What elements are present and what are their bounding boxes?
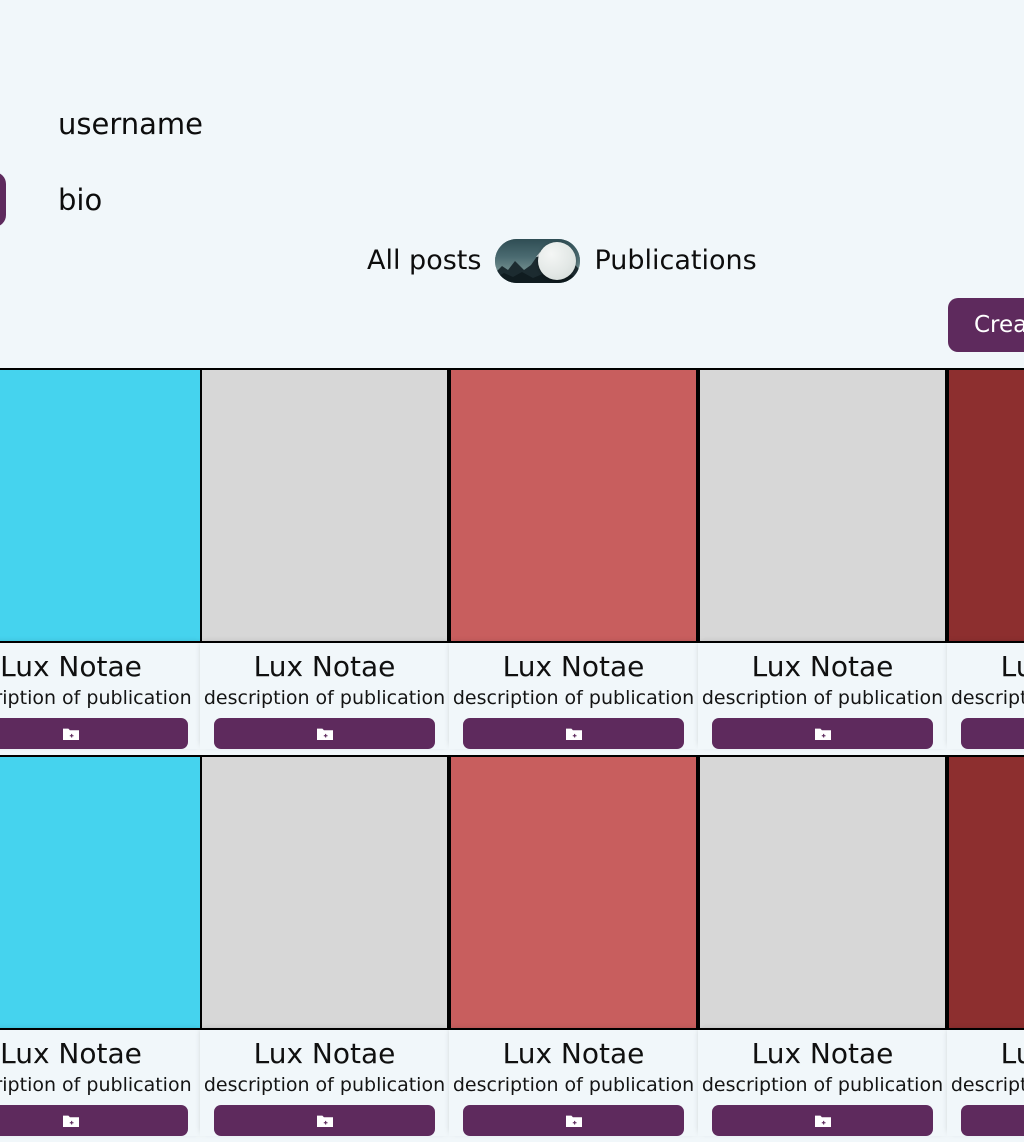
publication-description: description of publication	[0, 687, 192, 709]
publication-title: Lux Notae	[502, 650, 645, 683]
publication-thumbnail[interactable]	[698, 368, 947, 643]
add-to-collection-button[interactable]	[0, 1105, 188, 1136]
publication-meta: Lux Notae description of publication	[200, 643, 449, 749]
publication-card[interactable]: Lux Notae description of publication	[449, 368, 698, 749]
publication-title: Lux Notae	[0, 1037, 142, 1070]
add-to-collection-button[interactable]	[463, 1105, 684, 1136]
publication-description: description of publication	[203, 1074, 446, 1096]
add-to-collection-button[interactable]	[463, 718, 684, 749]
publication-description: description of publication	[950, 1074, 1024, 1096]
publication-description: description of publication	[701, 687, 944, 709]
publication-thumbnail[interactable]	[947, 368, 1024, 643]
folder-plus-icon	[316, 728, 333, 740]
add-to-collection-button[interactable]	[961, 1105, 1024, 1136]
publication-card[interactable]: Lux Notae description of publication	[698, 755, 947, 1136]
publication-description: description of publication	[701, 1074, 944, 1096]
publication-meta: Lux Notae description of publication	[0, 1030, 202, 1136]
publication-description: description of publication	[452, 687, 695, 709]
publication-description: description of publication	[950, 687, 1024, 709]
publication-title: Lux Notae	[1000, 650, 1024, 683]
post-filter-switch[interactable]	[495, 239, 581, 283]
folder-plus-icon	[565, 1115, 582, 1127]
folder-plus-icon	[63, 1115, 79, 1127]
toggle-label-all-posts[interactable]: All posts	[367, 245, 482, 276]
publication-title: Lux Notae	[253, 650, 396, 683]
folder-plus-icon	[316, 1115, 333, 1127]
publication-card[interactable]: Lux Notae description of publication	[947, 368, 1024, 749]
publication-title: Lux Notae	[0, 650, 142, 683]
add-to-collection-button[interactable]	[961, 718, 1024, 749]
publication-meta: Lux Notae description of publication	[0, 643, 202, 749]
publication-thumbnail[interactable]	[0, 368, 202, 643]
profile-header: username bio All posts Publications Crea…	[0, 0, 1024, 368]
publication-thumbnail[interactable]	[200, 755, 449, 1030]
publication-title: Lux Notae	[751, 1037, 894, 1070]
publication-meta: Lux Notae description of publication	[449, 643, 698, 749]
publication-thumbnail[interactable]	[0, 755, 202, 1030]
add-to-collection-button[interactable]	[214, 718, 435, 749]
publication-thumbnail[interactable]	[698, 755, 947, 1030]
publication-card[interactable]: Lux Notae description of publication	[698, 368, 947, 749]
add-to-collection-button[interactable]	[214, 1105, 435, 1136]
add-to-collection-button[interactable]	[712, 1105, 933, 1136]
publication-card[interactable]: Lux Notae description of publication	[449, 755, 698, 1136]
folder-plus-icon	[814, 728, 831, 740]
publication-meta: Lux Notae description of publication	[947, 1030, 1024, 1136]
folder-plus-icon	[63, 728, 79, 740]
publication-title: Lux Notae	[751, 650, 894, 683]
folder-plus-icon	[814, 1115, 831, 1127]
create-button[interactable]: Create	[948, 298, 1024, 352]
folder-plus-icon	[565, 728, 582, 740]
publication-meta: Lux Notae description of publication	[449, 1030, 698, 1136]
publication-card[interactable]: Lux Notae description of publication	[0, 368, 202, 749]
post-filter-toggle-row: All posts Publications	[367, 238, 757, 284]
add-to-collection-button[interactable]	[0, 718, 188, 749]
publication-title: Lux Notae	[502, 1037, 645, 1070]
publication-thumbnail[interactable]	[449, 755, 698, 1030]
avatar[interactable]	[0, 172, 6, 227]
publication-card[interactable]: Lux Notae description of publication	[200, 368, 449, 749]
publication-card[interactable]: Lux Notae description of publication	[200, 755, 449, 1136]
publication-thumbnail[interactable]	[200, 368, 449, 643]
profile-username: username	[58, 107, 203, 141]
publication-meta: Lux Notae description of publication	[947, 643, 1024, 749]
publication-title: Lux Notae	[253, 1037, 396, 1070]
publication-thumbnail[interactable]	[449, 368, 698, 643]
switch-knob[interactable]	[538, 242, 577, 280]
publication-meta: Lux Notae description of publication	[698, 643, 947, 749]
publication-description: description of publication	[0, 1074, 192, 1096]
add-to-collection-button[interactable]	[712, 718, 933, 749]
profile-bio: bio	[58, 183, 103, 217]
publication-description: description of publication	[452, 1074, 695, 1096]
publication-card[interactable]: Lux Notae description of publication	[947, 755, 1024, 1136]
publication-title: Lux Notae	[1000, 1037, 1024, 1070]
publication-thumbnail[interactable]	[947, 755, 1024, 1030]
publication-description: description of publication	[203, 687, 446, 709]
publication-card[interactable]: Lux Notae description of publication	[0, 755, 202, 1136]
toggle-label-publications[interactable]: Publications	[594, 245, 757, 276]
publication-meta: Lux Notae description of publication	[200, 1030, 449, 1136]
publication-meta: Lux Notae description of publication	[698, 1030, 947, 1136]
